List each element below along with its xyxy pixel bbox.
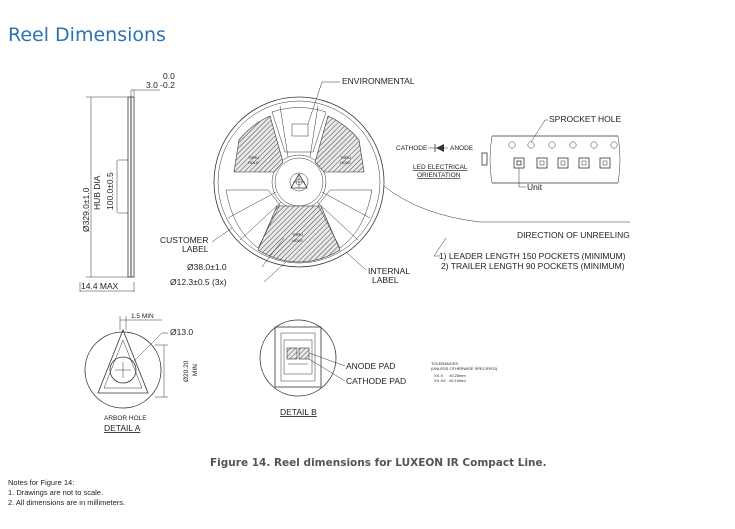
cathode-pad-label: CATHODE PAD (346, 376, 406, 386)
thru-hole-right-line2: HOLE (340, 160, 351, 165)
tape-pockets (513, 157, 611, 169)
cathode-pad-shape (298, 347, 310, 360)
anode-label: ANODE (450, 145, 474, 152)
thru-hole-bottom-line1: THRU (292, 232, 303, 237)
detail-a-title: DETAIL A (104, 423, 141, 433)
diode-symbol-icon (428, 144, 448, 152)
sprocket-hole-label: SPROCKET HOLE (549, 114, 621, 124)
internal-label-line2: LABEL (372, 275, 399, 285)
detail-b: ANODE PAD CATHODE PAD DETAIL B TOLERANCE… (259, 319, 498, 417)
thru-hole-window-left (233, 115, 284, 173)
led-orientation-line2: ORIENTATION (417, 172, 461, 179)
dia-38-label: Ø38.0±1.0 (187, 262, 227, 272)
customer-label-line2: LABEL (182, 244, 209, 254)
customer-label-window (225, 189, 281, 249)
internal-label-line1: INTERNAL (368, 266, 410, 276)
side-flange-left (127, 96, 132, 278)
notes-heading: Notes for Figure 14: (8, 478, 75, 487)
led-orientation-line1: LED ELECTRICAL (413, 164, 468, 171)
figure-notes: Notes for Figure 14: 1. Drawings are not… (8, 478, 125, 508)
detail-a-dia20-min-label: MIN (192, 364, 199, 376)
reel-dimension-drawing: 0.0 3.0 -0.2 Ø329.0±1.0 HUB DIA 100.0±0.… (79, 71, 630, 433)
thru-hole-left-line2: HOLE (248, 160, 259, 165)
note-item: 1. Drawings are not to scale. (8, 488, 104, 497)
reel-diameter-label: Ø329.0±1.0 (81, 187, 91, 232)
tolerance-subtitle: (UNLESS OTHERWISE SPECIFIED) (431, 366, 498, 371)
carrier-tape-view: SPROCKET HOLE Unit CATHODE ANODE LED ELE… (383, 114, 630, 271)
reel-front-view: THRU HOLE THRU HOLE THRU HOLE ENVIRONMEN… (160, 76, 415, 287)
side-flange-right (130, 96, 135, 278)
hub-dia-value: 100.0±0.5 (105, 172, 115, 210)
thru-hole-bottom-line2: HOLE (292, 238, 303, 243)
width-tol-main: 3.0 -0.2 (146, 80, 175, 90)
hub-dia-label: HUB DIA (92, 175, 102, 210)
cathode-label: CATHODE (396, 145, 428, 152)
unit-label: Unit (527, 182, 543, 192)
tolerance-row2-format: XX.XX (434, 378, 446, 383)
detail-a: 1.5 MIN Ø13.0 Ø20.20 MIN ARBOR HOLE DETA… (84, 313, 199, 433)
tolerance-row1-value: ±0.25mm (449, 373, 466, 378)
arbor-hole-label: ARBOR HOLE (104, 415, 147, 422)
tolerance-row1-format: XX.X (434, 373, 443, 378)
thru-hole-left-line1: THRU (248, 155, 259, 160)
detail-a-dia20-label: Ø20.20 (183, 360, 190, 382)
direction-unreeling-label: DIRECTION OF UNREELING (517, 230, 630, 240)
page-title: Reel Dimensions (8, 24, 166, 46)
environmental-text: ENVIRONMENTAL (342, 76, 415, 86)
arbor-triangle (97, 328, 149, 394)
side-view: 0.0 3.0 -0.2 Ø329.0±1.0 HUB DIA 100.0±0.… (79, 71, 175, 292)
detail-a-dia13-label: Ø13.0 (170, 327, 193, 337)
environmental-label (291, 123, 309, 137)
thru-hole-window-bottom (257, 205, 341, 263)
tape-strip (492, 135, 618, 184)
thru-hole-window-right (314, 115, 365, 173)
sprocket-holes (508, 141, 618, 149)
anode-pad-shape (286, 347, 298, 360)
dia-12-label: Ø12.3±0.5 (3x) (170, 277, 227, 287)
figure-caption: Figure 14. Reel dimensions for LUXEON IR… (210, 457, 547, 469)
note-item: 2. All dimensions are in millimeters. (8, 498, 126, 507)
tolerance-row2-value: ±0.10mm (449, 378, 466, 383)
leader-length-label: 1) LEADER LENGTH 150 POCKETS (MINIMUM) (439, 251, 626, 261)
trailer-length-label: 2) TRAILER LENGTH 90 POCKETS (MINIMUM) (441, 261, 625, 271)
width-max-label: 14.4 MAX (81, 281, 119, 291)
anode-pad-label: ANODE PAD (346, 361, 395, 371)
detail-a-min-label: 1.5 MIN (131, 313, 154, 320)
detail-b-title: DETAIL B (280, 407, 317, 417)
thru-hole-right-line1: THRU (340, 155, 351, 160)
customer-label-line1: CUSTOMER (160, 235, 209, 245)
width-tol-top: 0.0 (163, 71, 175, 81)
tolerance-title: TOLERANCES (431, 361, 458, 366)
